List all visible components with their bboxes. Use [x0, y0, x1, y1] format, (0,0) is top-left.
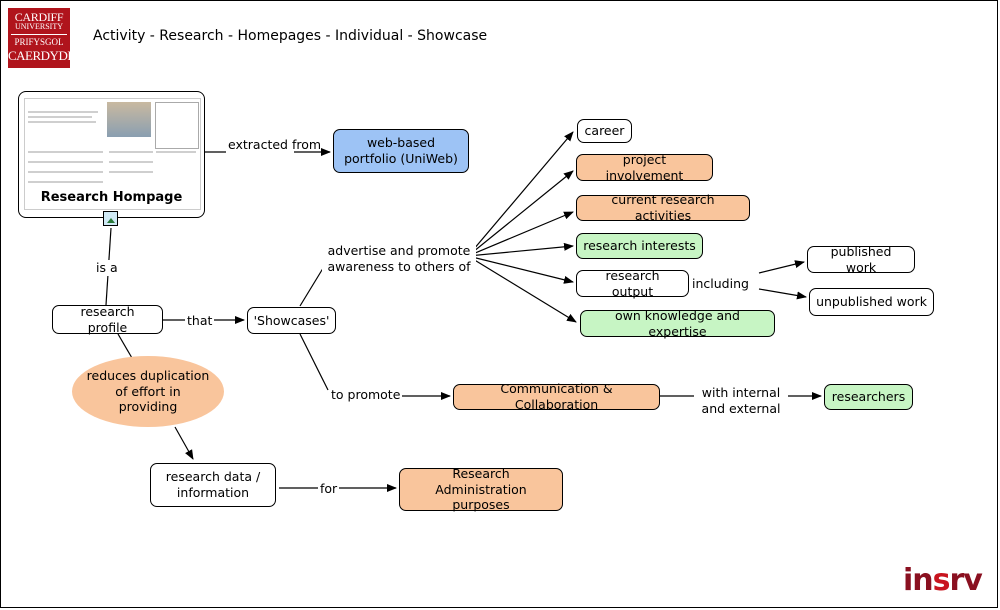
link-to-knowledge [467, 255, 577, 323]
brand-part: in [903, 563, 934, 598]
node-unpublished-work[interactable]: unpublished work [809, 288, 934, 316]
link-profile-reduces [117, 333, 133, 359]
label-to-promote: to promote [329, 387, 403, 403]
link-reduces-data [174, 426, 194, 460]
homepage-screenshot [24, 98, 201, 210]
text-line [109, 161, 153, 163]
label-including: including [690, 276, 751, 292]
text-line [28, 116, 92, 118]
node-current-research[interactable]: current research activities [576, 192, 750, 223]
link-to-published [758, 260, 805, 274]
label-for: for [318, 481, 340, 497]
text-line [28, 161, 103, 163]
label-that: that [185, 313, 215, 329]
label-extracted-from: extracted from [226, 137, 322, 153]
node-web-portfolio[interactable]: web-based portfolio (UniWeb) [333, 129, 469, 173]
homepage-photo [107, 102, 151, 137]
node-published-work[interactable]: published work [807, 244, 915, 275]
node-project-involvement[interactable]: project involvement [576, 152, 713, 183]
text-line [109, 171, 153, 173]
link-to-unpublished [758, 288, 807, 300]
node-research-output[interactable]: research output [576, 268, 689, 299]
text-line [28, 171, 103, 173]
node-own-knowledge[interactable]: own knowledge and expertise [580, 308, 775, 339]
text-line [109, 151, 153, 153]
link-showcases-promote [299, 333, 329, 391]
cardiff-university-logo: CARDIFF UNIVERSITY PRIFYSGOL CAERDYDD [8, 8, 77, 68]
link-to-career [467, 131, 574, 257]
logo-line-1: CARDIFF [14, 10, 64, 24]
node-research-admin[interactable]: Research Administration purposes [399, 466, 563, 512]
research-homepage-thumbnail[interactable]: Research Hompage [18, 91, 205, 218]
text-line [28, 111, 98, 113]
research-hompage-label: Research Hompage [40, 190, 183, 205]
brand-part: s [932, 563, 951, 598]
node-reduces-duplication[interactable]: reduces duplication of effort in providi… [72, 356, 224, 427]
text-line [28, 151, 103, 153]
text-line [156, 151, 196, 153]
homepage-sidebar [155, 102, 199, 149]
label-advertise-promote: advertise and promote awareness to other… [322, 243, 476, 275]
node-showcases[interactable]: 'Showcases' [247, 307, 336, 334]
link-to-output [467, 255, 574, 284]
logo-line-4: CAERDYDD [8, 48, 77, 63]
text-line [28, 181, 103, 183]
label-is-a: is a [94, 260, 120, 276]
image-icon[interactable] [103, 211, 118, 226]
insrv-logo: insrv [903, 563, 983, 598]
link-to-interests [467, 242, 574, 257]
logo-rule [11, 34, 67, 35]
node-research-profile[interactable]: research profile [52, 304, 163, 335]
page-title: Activity - Research - Homepages - Indivi… [93, 28, 488, 44]
node-career[interactable]: career [577, 119, 632, 143]
node-researchers[interactable]: researchers [824, 384, 913, 410]
node-research-interests[interactable]: research interests [576, 233, 703, 259]
logo-line-3: PRIFYSGOL [14, 37, 64, 47]
text-line [28, 121, 96, 123]
label-with-internal-external: with internal and external [694, 385, 788, 417]
logo-line-2: UNIVERSITY [15, 22, 63, 31]
node-research-data[interactable]: research data / information [150, 463, 276, 507]
link-showcases-advertise [299, 264, 326, 307]
link-to-project [467, 170, 574, 257]
brand-part: rv [949, 563, 983, 598]
link-to-current [467, 211, 574, 257]
node-communication-collaboration[interactable]: Communication & Collaboration [453, 381, 660, 412]
